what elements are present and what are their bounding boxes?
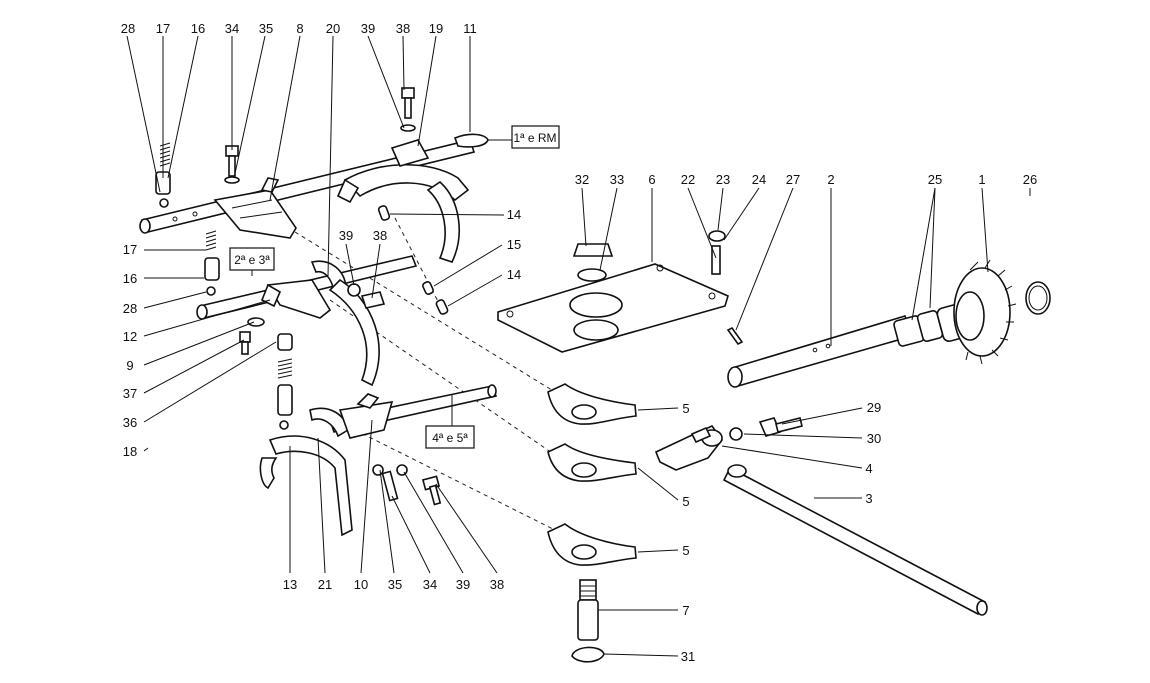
lever-5-low xyxy=(547,523,637,566)
main-shaft-2 xyxy=(726,315,914,388)
callout-number: 12 xyxy=(123,329,137,344)
fork-19 xyxy=(336,139,470,263)
callout-number: 33 xyxy=(610,172,624,187)
callout-number: 38 xyxy=(490,577,504,592)
leader-lines xyxy=(126,35,1031,657)
bolt-34-top xyxy=(224,145,240,184)
fork-8 xyxy=(213,177,297,239)
callout-number: 31 xyxy=(681,649,695,664)
callout-number: 34 xyxy=(423,577,437,592)
pivot-7 xyxy=(571,579,605,663)
callout-number: 27 xyxy=(786,172,800,187)
callout-number: 29 xyxy=(867,400,881,415)
callout-number: 28 xyxy=(121,21,135,36)
bolt-38-top xyxy=(400,87,416,132)
callout-number: 37 xyxy=(123,386,137,401)
callout-number: 9 xyxy=(126,358,133,373)
ring-26 xyxy=(1025,281,1051,315)
callout-number: 5 xyxy=(682,401,689,416)
callout-number: 1 xyxy=(978,172,985,187)
callout-number: 17 xyxy=(123,242,137,257)
callout-number: 17 xyxy=(156,21,170,36)
fork-10 xyxy=(338,393,394,439)
callout-number: 11 xyxy=(463,21,477,36)
fork-21 xyxy=(259,407,353,537)
callout-number: 2 xyxy=(827,172,834,187)
callout-number: 25 xyxy=(928,172,942,187)
callout-number: 34 xyxy=(225,21,239,36)
callout-number: 23 xyxy=(716,172,730,187)
callout-number: 13 xyxy=(283,577,297,592)
cover-plate-6 xyxy=(497,230,729,353)
lever-5-mid xyxy=(547,443,637,482)
callout-number: 38 xyxy=(396,21,410,36)
rod-3 xyxy=(722,464,988,616)
gear-1 xyxy=(953,259,1017,365)
bolt-38-mid xyxy=(347,283,386,309)
callout-number: 3 xyxy=(865,491,872,506)
callout-number: 5 xyxy=(682,494,689,509)
callout-number: 6 xyxy=(648,172,655,187)
callout-number: 16 xyxy=(123,271,137,286)
boxed-label-1st-reverse: 1ª e RM xyxy=(511,125,560,149)
pins-14-15 xyxy=(377,205,449,315)
fork-20 xyxy=(260,260,380,387)
callout-number: 35 xyxy=(388,577,402,592)
callout-number: 21 xyxy=(318,577,332,592)
boxed-label-4th-5th: 4ª e 5ª xyxy=(425,425,475,449)
callout-number: 10 xyxy=(354,577,368,592)
callout-number: 38 xyxy=(373,228,387,243)
callout-number: 36 xyxy=(123,415,137,430)
callout-number: 32 xyxy=(575,172,589,187)
callout-number: 14 xyxy=(507,267,521,282)
boxed-label-text: 4ª e 5ª xyxy=(432,431,468,445)
callout-number: 24 xyxy=(752,172,766,187)
callout-number: 39 xyxy=(339,228,353,243)
callout-number: 20 xyxy=(326,21,340,36)
dashed-alignment-lines xyxy=(294,217,556,531)
spring-17-mid xyxy=(204,230,220,296)
callout-number: 22 xyxy=(681,172,695,187)
callout-number: 39 xyxy=(361,21,375,36)
callout-number: 28 xyxy=(123,301,137,316)
lever-4 xyxy=(654,424,723,471)
callout-number: 35 xyxy=(259,21,273,36)
callout-number: 15 xyxy=(507,237,521,252)
bolts-9-37 xyxy=(239,317,265,355)
bolt-29-washer-30 xyxy=(729,417,803,441)
lever-5-top xyxy=(547,383,637,425)
callout-numbers: 28 17 16 34 35 8 20 39 38 19 11 17 16 28… xyxy=(121,21,1037,664)
boxed-label-text: 1ª e RM xyxy=(513,131,556,145)
bolts-34-38-lower xyxy=(372,464,442,506)
callout-number: 14 xyxy=(507,207,521,222)
callout-number: 19 xyxy=(429,21,443,36)
callout-number: 39 xyxy=(456,577,470,592)
callout-number: 5 xyxy=(682,543,689,558)
spring-18 xyxy=(277,333,293,430)
callout-number: 4 xyxy=(865,461,872,476)
callout-number: 16 xyxy=(191,21,205,36)
callout-number: 30 xyxy=(867,431,881,446)
callout-number: 18 xyxy=(123,444,137,459)
boxed-label-text: 2ª e 3ª xyxy=(234,253,270,267)
callout-number: 7 xyxy=(682,603,689,618)
callout-number: 26 xyxy=(1023,172,1037,187)
boxed-label-2nd-3rd: 2ª e 3ª xyxy=(229,247,275,271)
callout-number: 8 xyxy=(296,21,303,36)
